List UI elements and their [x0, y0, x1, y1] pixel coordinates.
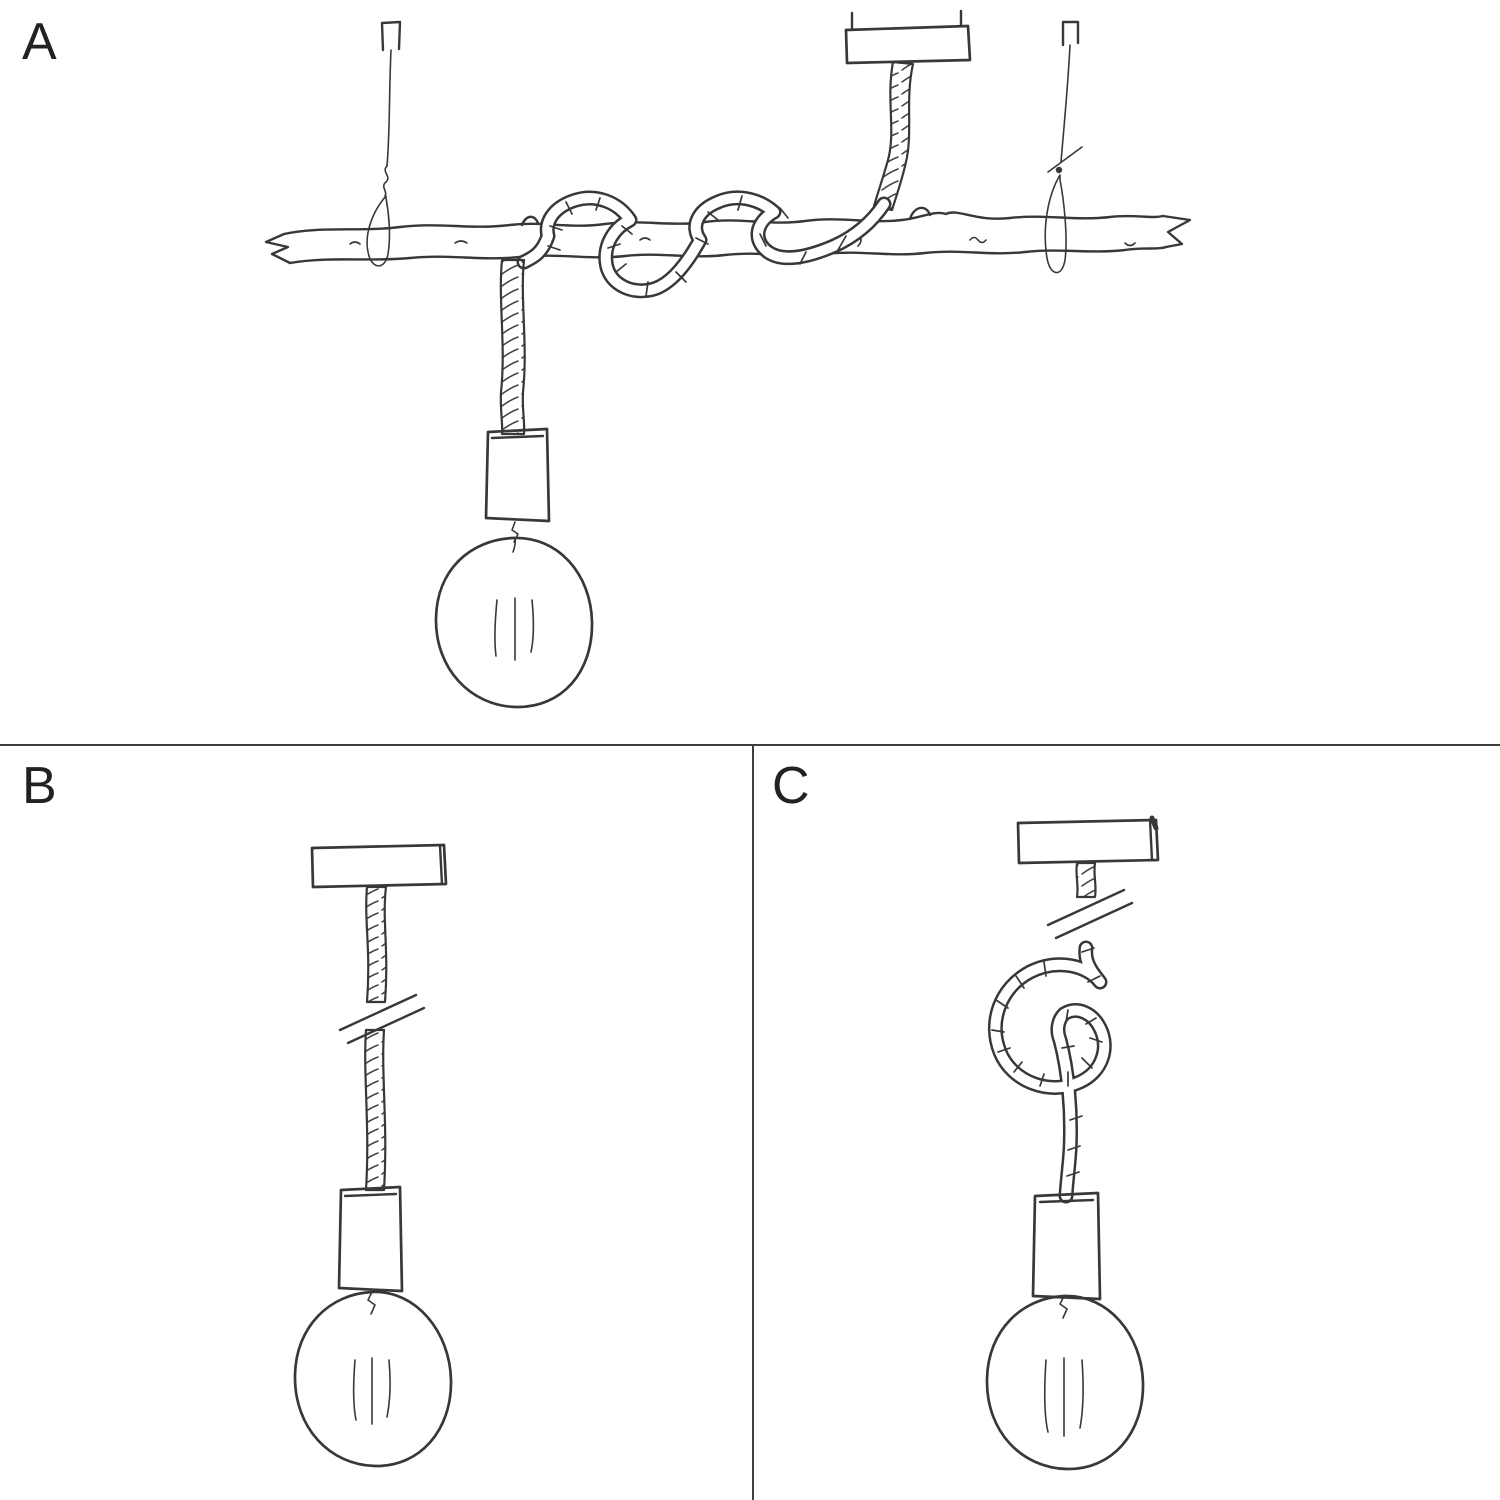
ceiling-bracket-right-icon — [1061, 20, 1080, 47]
ceiling-rose-c-icon — [1016, 815, 1160, 865]
ceiling-bracket-left-icon — [380, 20, 402, 52]
lamp-holder-c — [1031, 1191, 1102, 1301]
lamp-holder-a — [484, 427, 551, 523]
lamp-holder-b — [337, 1185, 404, 1293]
light-bulb-c — [985, 1294, 1145, 1471]
ceiling-rose-b-icon — [310, 843, 448, 889]
rope-upper-c — [1075, 861, 1097, 899]
wire-tie-right — [1044, 174, 1067, 274]
length-break-mark-c — [1046, 888, 1134, 940]
pendant-rope-a — [499, 258, 526, 436]
length-break-mark-b — [338, 993, 426, 1045]
panel-label-a: A — [22, 13, 58, 71]
panel-label-b: B — [22, 757, 58, 815]
rope-knot-c — [987, 940, 1112, 1204]
panel-label-c: C — [772, 757, 811, 815]
suspension-wire-right — [1047, 44, 1083, 174]
suspension-wire-left — [382, 49, 392, 197]
sketch-panel-a — [264, 9, 1192, 709]
vertical-divider — [752, 744, 754, 1500]
horizontal-divider — [0, 744, 1500, 746]
sketch-panel-c — [985, 815, 1160, 1471]
sketch-panel-b — [293, 843, 453, 1468]
light-bulb-b — [293, 1290, 453, 1468]
wrapped-rope-coil — [516, 190, 892, 299]
branch-drawing — [264, 206, 1192, 265]
canopy-rope — [872, 60, 915, 212]
light-bulb-a — [434, 521, 594, 709]
rope-lower-b — [364, 1028, 387, 1192]
rope-upper-b — [365, 885, 388, 1004]
wire-tie-left — [366, 195, 391, 267]
ceiling-canopy-icon — [844, 9, 972, 65]
